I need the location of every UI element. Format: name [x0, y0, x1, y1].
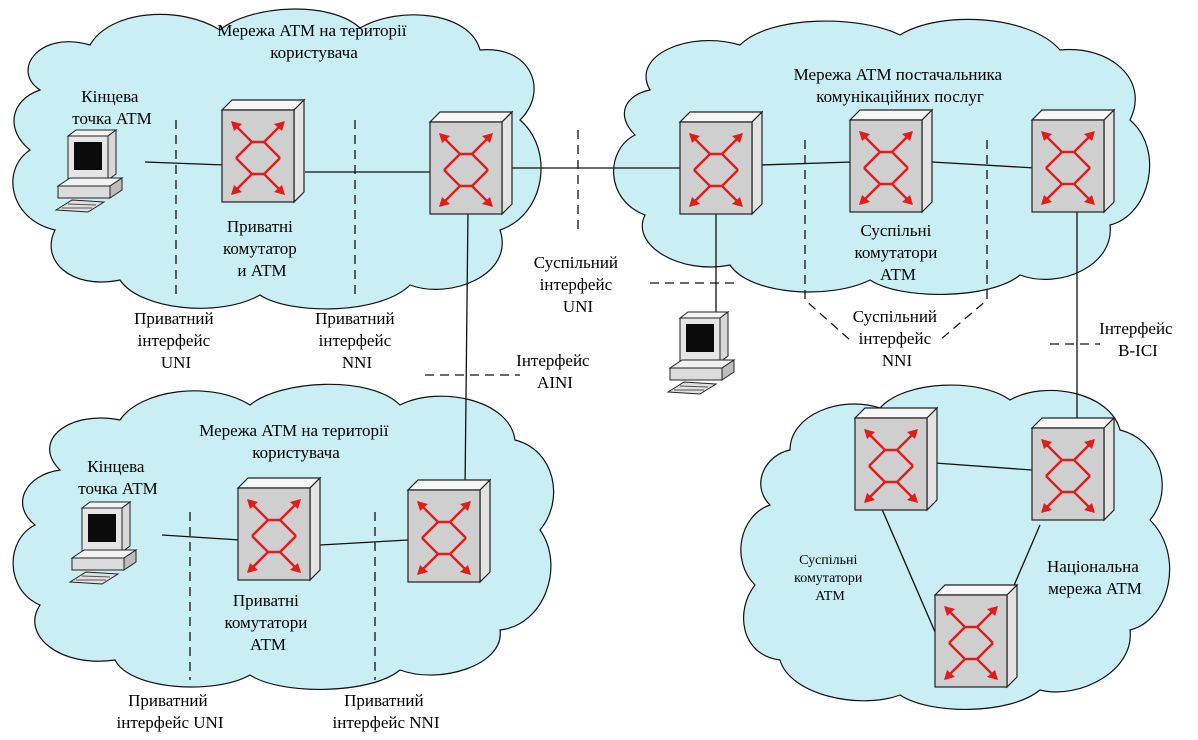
atm-switch-icon	[853, 406, 939, 512]
label-priv-uni-bl: Приватний інтерфейс UNI	[117, 691, 224, 732]
link-sw4-sw5	[931, 161, 1036, 169]
label-priv-switch-bl: Приватні комутатори ATM	[224, 591, 311, 654]
label-pub-switch-br: Суспільні комутатори ATM	[794, 553, 866, 604]
label-priv-nni-bl: Приватний інтерфейс NNI	[333, 691, 440, 732]
atm-switch-icon	[236, 476, 322, 582]
link-sw6-sw7	[319, 539, 409, 546]
label-net-bl: Мережа ATM на території користувача	[199, 421, 393, 462]
atm-switch-icon	[1030, 108, 1116, 214]
label-pub-switch-tr: Суспільні комутатори ATM	[854, 221, 941, 284]
label-national: Національна мережа ATM	[1047, 557, 1143, 598]
label-priv-switch-tl: Приватні комутатор и ATM	[223, 217, 301, 280]
link-sw8-sw10	[877, 499, 946, 656]
atm-switch-icon	[428, 110, 514, 216]
link-pc2-sw6	[161, 534, 241, 541]
label-priv-uni-tl: Приватний інтерфейс UNI	[134, 309, 218, 372]
label-endpoint-tl: Кінцева точка ATM	[72, 87, 152, 128]
link-sw8-sw9	[934, 462, 1033, 471]
atm-switch-icon	[220, 98, 306, 204]
label-net-tr: Мережа ATM постачальника комунікаційних …	[794, 65, 1007, 106]
label-pub-nni: Суспільний інтерфейс NNI	[853, 307, 942, 370]
link-pc1-sw1	[144, 161, 226, 166]
atm-switch-icon	[678, 110, 764, 216]
atm-switch-icon	[933, 583, 1019, 689]
atm-switch-icon	[848, 108, 934, 214]
atm-switch-icon	[1030, 416, 1116, 522]
dash-pub-nni	[804, 140, 988, 341]
label-endpoint-bl: Кінцева точка ATM	[78, 457, 158, 498]
atm-switch-icon	[406, 478, 492, 584]
label-net-tl: Мережа ATM на території користувача	[217, 21, 411, 62]
label-aini: Інтерфейс AINI	[516, 351, 594, 392]
link-sw9-sw10	[1011, 524, 1041, 591]
link-sw3-sw4	[759, 161, 853, 166]
label-priv-nni-tl: Приватний інтерфейс NNI	[315, 309, 399, 372]
link-sw2-sw7	[464, 209, 469, 491]
label-pub-uni: Суспільний інтерфейс UNI	[534, 253, 623, 316]
label-bici: Інтерфейс B-ICI	[1099, 319, 1177, 360]
workstation-icon	[667, 311, 735, 395]
